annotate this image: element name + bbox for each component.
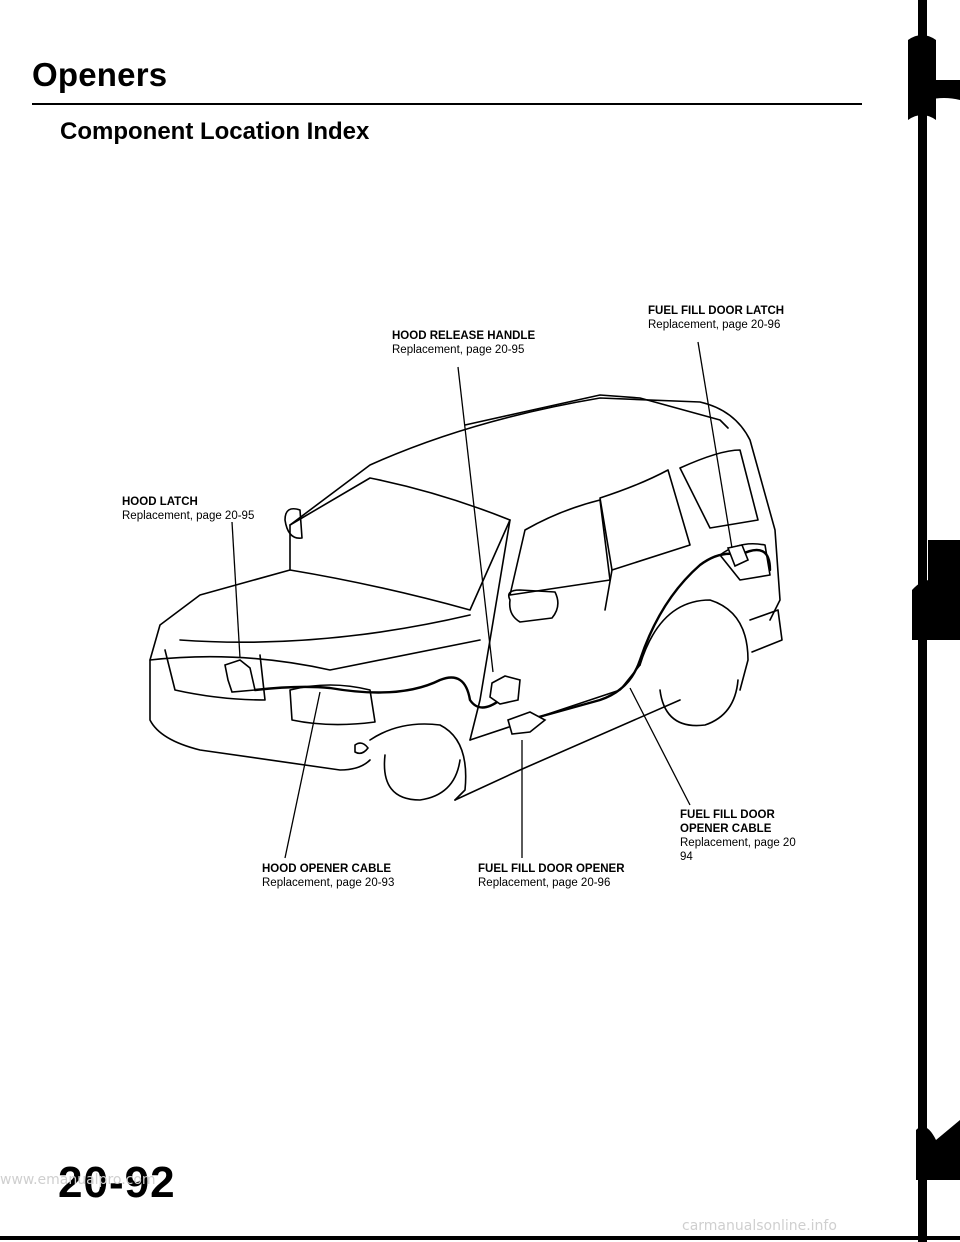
watermark-right: carmanualsonline.info [682,1218,837,1234]
callout-fuel-fill-door-opener-cable: FUEL FILL DOOR OPENER CABLE Replacement,… [680,808,810,864]
page-number: 20-92 [58,1158,176,1207]
callout-reference: Replacement, page 20 94 [680,837,796,864]
callout-hood-release-handle: HOOD RELEASE HANDLE Replacement, page 20… [392,329,535,357]
hood-release-handle-part [489,675,521,705]
bottom-divider [0,1236,960,1240]
callout-reference: Replacement, page 20-95 [122,510,255,523]
front-wheel-arch [369,723,467,801]
hood-crease [179,614,471,644]
rear-bumper [749,609,783,653]
fuel-fill-door-opener-part [507,711,547,735]
hood-latch-part [224,659,256,693]
callout-name: FUEL FILL DOOR OPENER [478,863,625,875]
callout-reference: Replacement, page 20-93 [262,877,395,890]
fuel-fill-door-latch-part [726,544,750,568]
callout-hood-latch: HOOD LATCH Replacement, page 20-95 [122,495,254,523]
rear-wheel-arch [639,599,749,691]
side-mirror [507,589,559,623]
callout-reference: Replacement, page 20-95 [392,344,525,357]
callout-name: FUEL FILL DOOR LATCH [648,305,785,317]
callout-hood-opener-cable: HOOD OPENER CABLE Replacement, page 20-9… [262,862,394,890]
windshield [289,477,511,611]
rear-side-window [599,469,691,571]
vehicle-diagram [149,341,783,859]
fuel-fill-door-opener-cable-line [508,548,772,727]
fog-lamp [354,742,369,755]
leader-hood-opener-cable [284,691,321,859]
title-divider [32,103,862,105]
callout-name: HOOD OPENER CABLE [262,863,392,875]
leader-hood-release-handle [457,366,494,673]
callout-reference: Replacement, page 20-96 [478,877,611,890]
lower-body-line [454,699,681,801]
rear-tire [659,679,739,727]
front-tire [383,754,461,801]
headlight [289,684,376,726]
page-title: Openers [32,56,168,93]
section-subtitle: Component Location Index [60,118,370,145]
roof-outline [289,397,781,621]
callout-reference: Replacement, page 20-96 [648,319,781,332]
hood-outline [149,569,481,671]
front-side-window [509,499,611,596]
leader-hood-latch [231,521,241,659]
page-edge-tabs [908,0,960,1242]
watermark-left: www.emanualpro.com [0,1172,156,1188]
callout-fuel-fill-door-latch: FUEL FILL DOOR LATCH Replacement, page 2… [648,304,784,332]
callout-name: FUEL FILL DOOR OPENER CABLE [680,809,775,836]
mirror-cap [284,507,303,539]
door-line-rear [604,569,613,611]
callout-fuel-fill-door-opener: FUEL FILL DOOR OPENER Replacement, page … [478,862,625,890]
leader-fuel-fill-door-opener-cable [629,687,691,806]
door-line-front [469,519,511,741]
callout-name: HOOD LATCH [122,496,198,508]
roof-rack [464,394,729,429]
callout-name: HOOD RELEASE HANDLE [392,330,536,342]
quarter-window [679,449,759,529]
leader-fuel-fill-door-latch [697,341,733,549]
hood-opener-cable-line [253,676,502,709]
grille [164,649,266,701]
front-bumper [149,659,371,771]
